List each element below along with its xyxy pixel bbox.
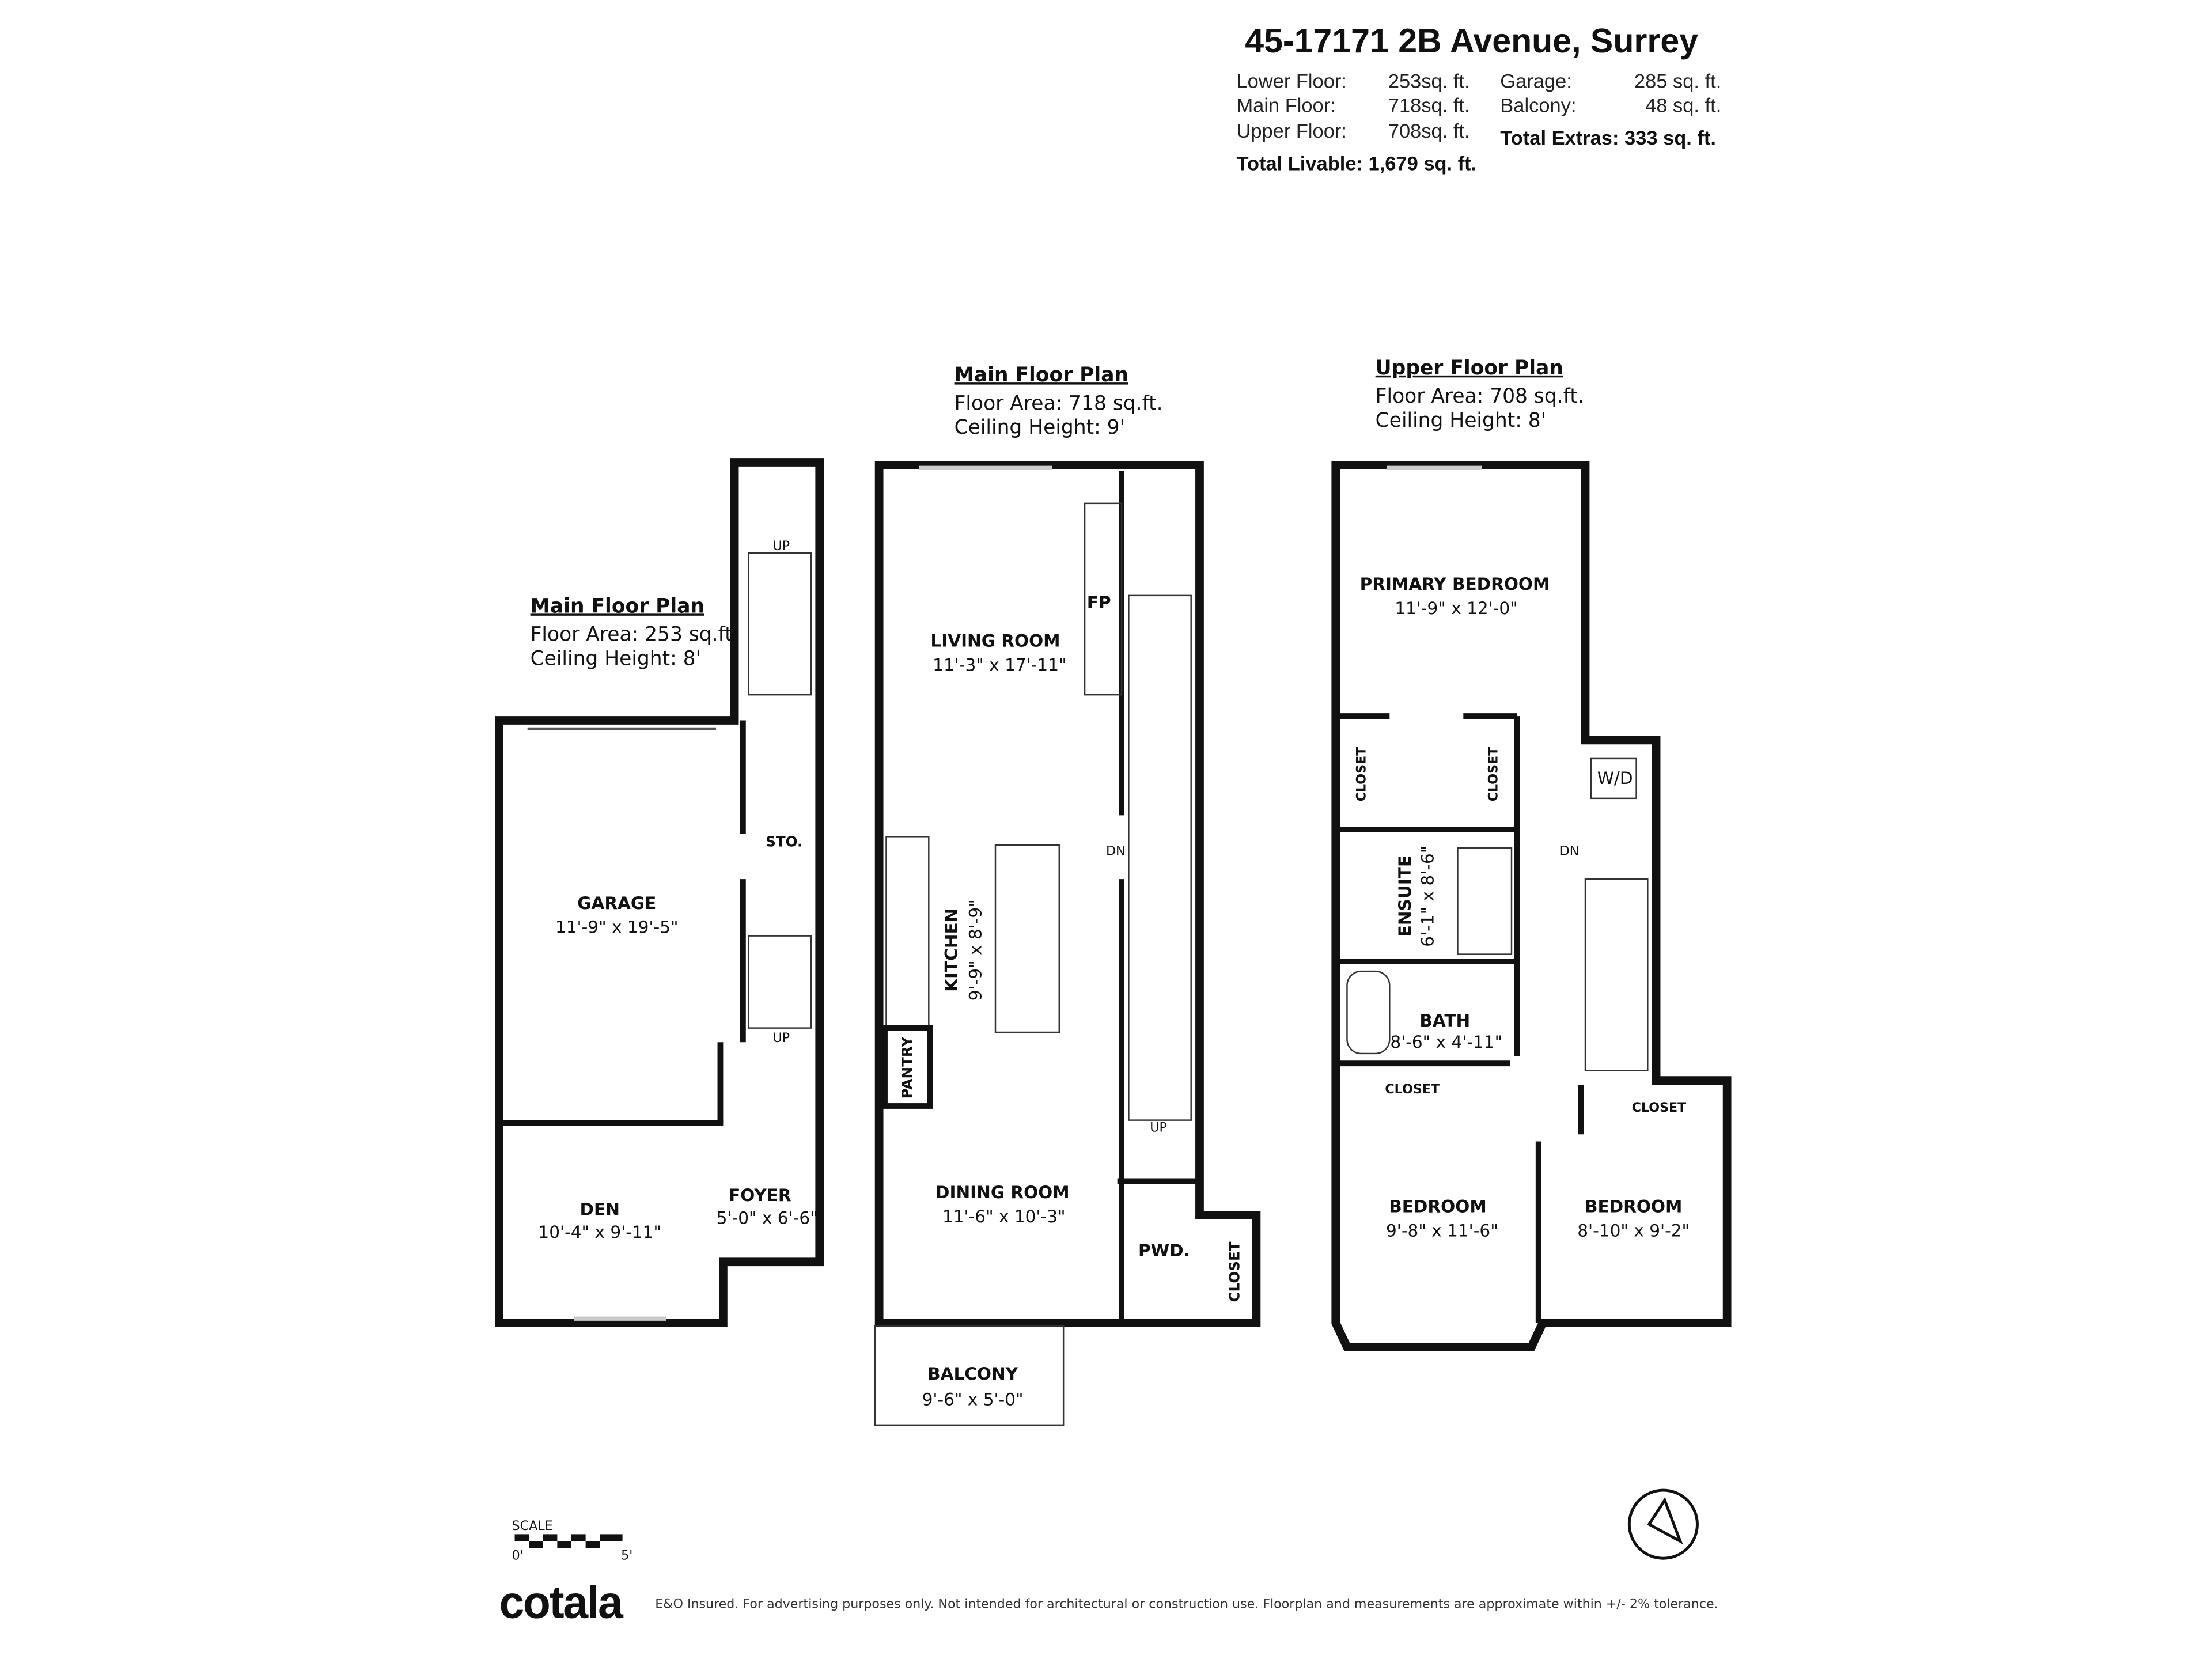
washer-dryer-label: W/D: [1597, 768, 1633, 788]
upper-floor-label: Upper Floor:: [1236, 120, 1346, 142]
main-plan-title: Main Floor Plan: [955, 363, 1128, 387]
primary-bedroom-dim: 11'-9" x 12'-0": [1395, 599, 1518, 618]
total-livable: Total Livable: 1,679 sq. ft.: [1236, 153, 1476, 175]
header: 45-17171 2B Avenue, Surrey Lower Floor: …: [1236, 22, 1721, 175]
upper-floor-plan: Upper Floor Plan Floor Area: 708 sq.ft. …: [1331, 357, 1732, 1351]
stair-down-label: DN: [1560, 843, 1580, 858]
garage-value: 285 sq. ft.: [1634, 71, 1721, 93]
garage-label: Garage:: [1500, 71, 1572, 93]
upper-plan-ceiling: Ceiling Height: 8': [1376, 409, 1546, 432]
upper-plan-area: Floor Area: 708 sq.ft.: [1376, 385, 1584, 408]
kitchen-counter: [885, 836, 930, 1029]
scale-end: 5': [621, 1548, 632, 1563]
stair-up-label: UP: [1150, 1120, 1167, 1135]
bath-dim: 8'-6" x 4'-11": [1390, 1032, 1502, 1052]
ensuite-label: ENSUITE: [1395, 855, 1415, 937]
balcony-label: BALCONY: [927, 1364, 1018, 1384]
closet-label: CLOSET: [1385, 1082, 1440, 1097]
upper-floor-value: 708sq. ft.: [1388, 120, 1470, 142]
lower-floor-plan: Main Floor Plan Floor Area: 253 sq.ft. C…: [495, 458, 824, 1327]
main-plan-area: Floor Area: 718 sq.ft.: [955, 392, 1163, 415]
kitchen-dim: 9'-9" x 8'-9": [965, 899, 985, 1001]
bedroom-label: BEDROOM: [1585, 1197, 1682, 1217]
total-extras: Total Extras: 333 sq. ft.: [1500, 127, 1716, 149]
living-room-label: LIVING ROOM: [930, 631, 1060, 650]
balcony-dim: 9'-6" x 5'-0": [922, 1389, 1024, 1409]
primary-bedroom-label: PRIMARY BEDROOM: [1360, 574, 1550, 594]
lower-plan-ceiling: Ceiling Height: 8': [531, 647, 701, 670]
scale-label: SCALE: [512, 1518, 553, 1533]
closet-label: CLOSET: [1486, 747, 1501, 802]
dining-room-dim: 11'-6" x 10'-3": [942, 1207, 1066, 1226]
main-stairs: [1128, 594, 1192, 1121]
balcony-label: Balcony:: [1500, 94, 1576, 116]
property-title: 45-17171 2B Avenue, Surrey: [1245, 22, 1698, 60]
closet-label: CLOSET: [1354, 747, 1369, 802]
main-floor-value: 718sq. ft.: [1388, 94, 1470, 116]
ensuite-dim: 6'-1" x 8'-6": [1418, 846, 1438, 947]
pantry-label: PANTRY: [899, 1036, 915, 1099]
garage-dim: 11'-9" x 19'-5": [555, 918, 679, 937]
bathtub: [1346, 970, 1391, 1055]
foyer-label: FOYER: [729, 1185, 791, 1205]
stair-down-label: DN: [1106, 843, 1126, 858]
balcony-value: 48 sq. ft.: [1645, 94, 1721, 116]
stair-up-label: UP: [773, 539, 790, 554]
fireplace-label: FP: [1087, 593, 1111, 612]
powder-room-label: PWD.: [1138, 1241, 1190, 1260]
lower-stairs: [748, 552, 812, 1029]
washer-dryer: [1590, 757, 1637, 800]
north-arrow-icon: [1627, 1488, 1699, 1560]
pantry: [882, 1025, 933, 1109]
stair-up-label: UP: [773, 1031, 790, 1046]
foyer-dim: 5'-0" x 6'-6": [717, 1208, 818, 1228]
main-plan-ceiling: Ceiling Height: 9': [955, 416, 1125, 439]
garage-label: GARAGE: [577, 893, 656, 913]
lower-outer-wall: [495, 458, 824, 1327]
lower-plan-area: Floor Area: 253 sq.ft.: [531, 623, 739, 646]
lower-floor-value: 253sq. ft.: [1388, 71, 1470, 93]
cotala-logo: cotala: [499, 1577, 623, 1628]
bedroom-dim: 8'-10" x 9'-2": [1577, 1221, 1690, 1240]
bath-label: BATH: [1419, 1011, 1470, 1031]
closet-label: CLOSET: [1632, 1100, 1687, 1115]
scale-bar: SCALE 0' 5': [512, 1518, 633, 1563]
kitchen-label: KITCHEN: [942, 908, 961, 992]
disclaimer: E&O Insured. For advertising purposes on…: [655, 1596, 1718, 1611]
fireplace: [1084, 502, 1123, 696]
scale-start: 0': [512, 1548, 524, 1563]
main-closet-label: CLOSET: [1226, 1241, 1243, 1302]
den-label: DEN: [580, 1200, 620, 1219]
balcony-area: [874, 1325, 1065, 1426]
upper-stairs: [1584, 878, 1649, 1071]
upper-plan-title: Upper Floor Plan: [1376, 357, 1563, 380]
bedroom-label: BEDROOM: [1389, 1197, 1486, 1217]
main-floor-label: Main Floor:: [1236, 94, 1335, 116]
den-dim: 10'-4" x 9'-11": [538, 1222, 661, 1242]
main-outer-wall: [874, 461, 1261, 1327]
lower-plan-title: Main Floor Plan: [531, 594, 704, 618]
lower-floor-label: Lower Floor:: [1236, 71, 1346, 93]
storage-label: STO.: [766, 834, 802, 850]
kitchen-island: [994, 844, 1060, 1033]
upper-outer-wall: [1331, 461, 1732, 1351]
main-floor-plan: Main Floor Plan Floor Area: 718 sq.ft. C…: [874, 363, 1261, 1426]
living-room-dim: 11'-3" x 17'-11": [933, 655, 1066, 675]
bedroom-dim: 9'-8" x 11'-6": [1386, 1221, 1498, 1240]
dining-room-label: DINING ROOM: [935, 1183, 1070, 1202]
shower: [1457, 847, 1513, 955]
